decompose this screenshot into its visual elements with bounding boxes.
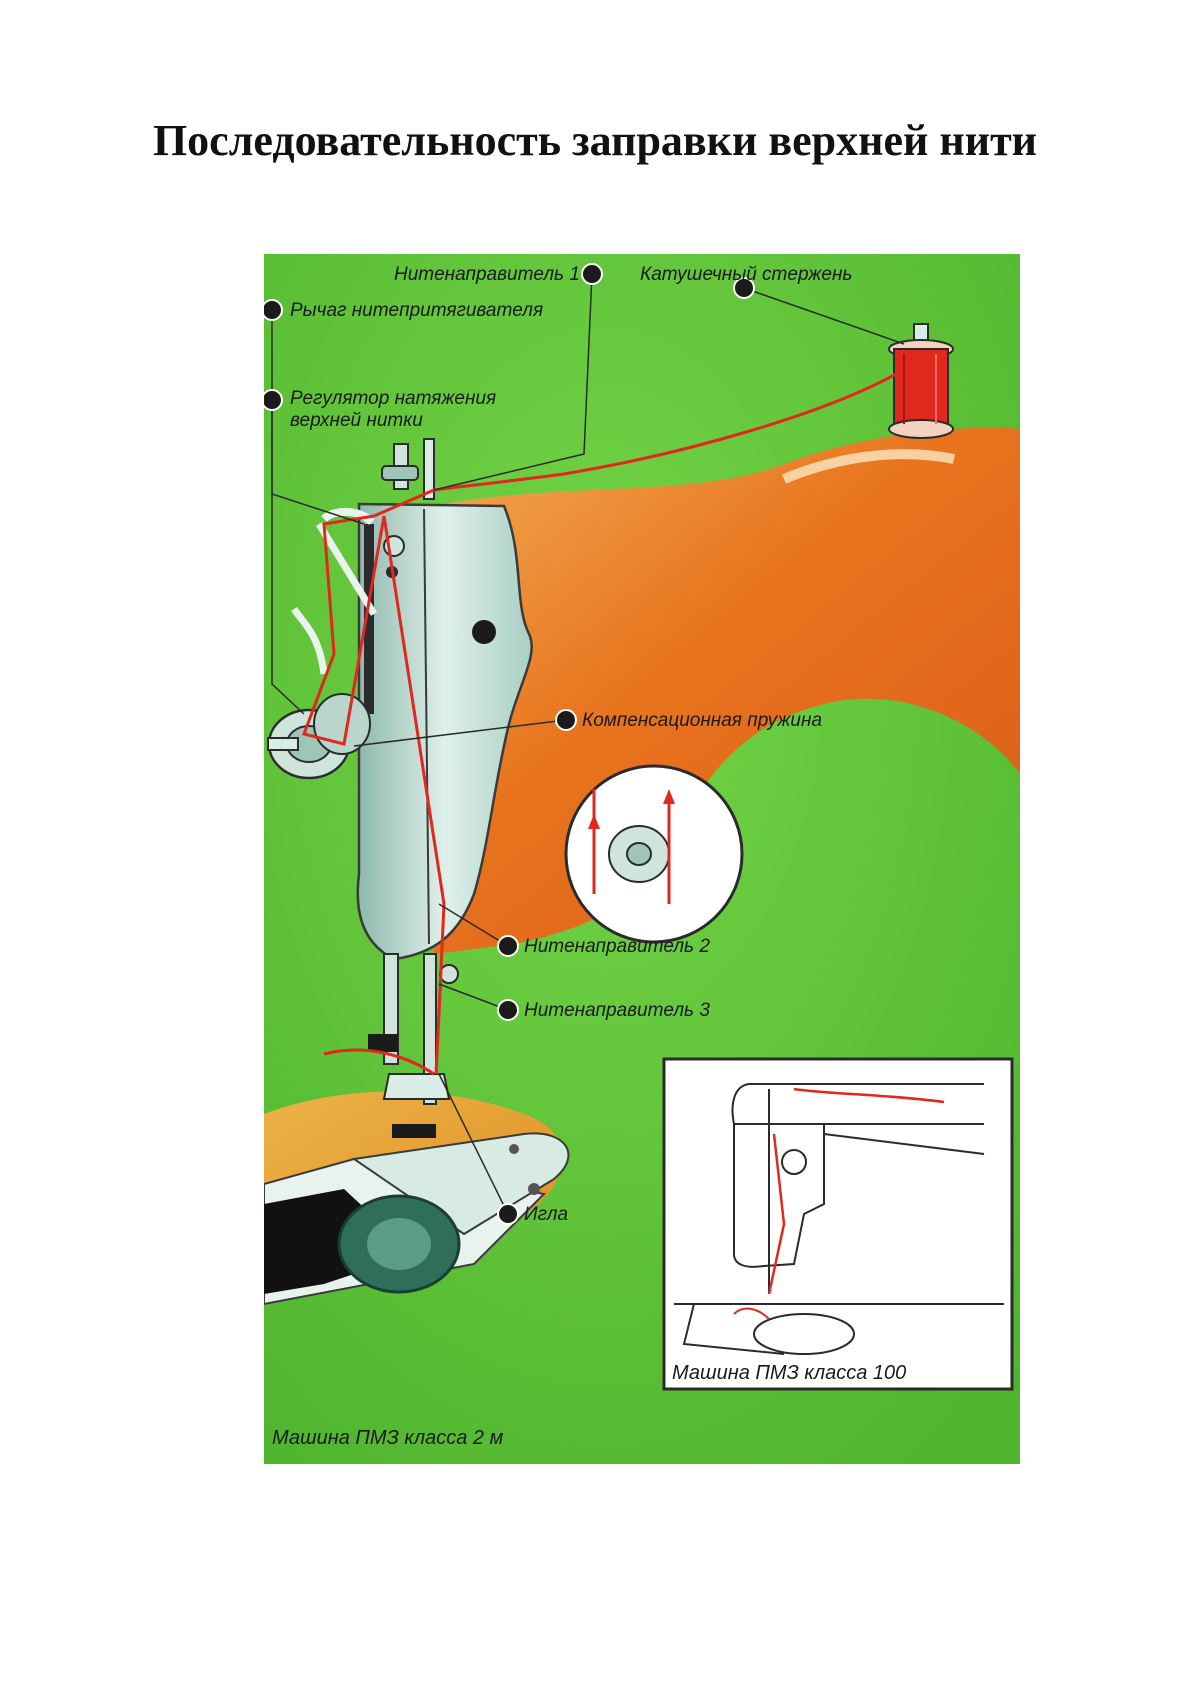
label-tension-line1: Регулятор натяжения [290,388,496,409]
spool-pin-marker [733,277,755,299]
inset-machine-class-100: Машина ПМЗ класса 100 [662,1057,1014,1391]
takeup-lever-marker [264,299,283,321]
threading-illustration: Нитенаправитель 1 Катушечный стержень Ры… [264,254,1020,1464]
label-needle: Игла [524,1204,568,1225]
guide2-marker [497,935,519,957]
upper-thread-path [302,372,897,1075]
comp-spring-marker [555,709,577,731]
guide1-marker [581,263,603,285]
caption-main-machine: Машина ПМЗ класса 2 м [272,1427,504,1449]
label-guide2: Нитенаправитель 2 [524,936,710,957]
tension-regulator-marker [264,389,283,411]
label-tension-line2: верхней нитки [290,410,423,431]
label-comp-spring: Компенсационная пружина [582,710,822,731]
guide3-marker [497,999,519,1021]
label-spool-pin: Катушечный стержень [640,264,852,285]
page-title: Последовательность заправки верхней нити [152,116,1038,165]
caption-inset-machine: Машина ПМЗ класса 100 [672,1362,906,1384]
label-guide1: Нитенаправитель 1 [394,264,580,285]
thread-spool [893,348,949,430]
machine-arm [374,427,1020,954]
machine-head [356,502,533,961]
needle-marker [497,1203,519,1225]
label-guide3: Нитенаправитель 3 [524,1000,710,1021]
label-takeup-lever: Рычаг нитепритягивателя [290,300,543,321]
